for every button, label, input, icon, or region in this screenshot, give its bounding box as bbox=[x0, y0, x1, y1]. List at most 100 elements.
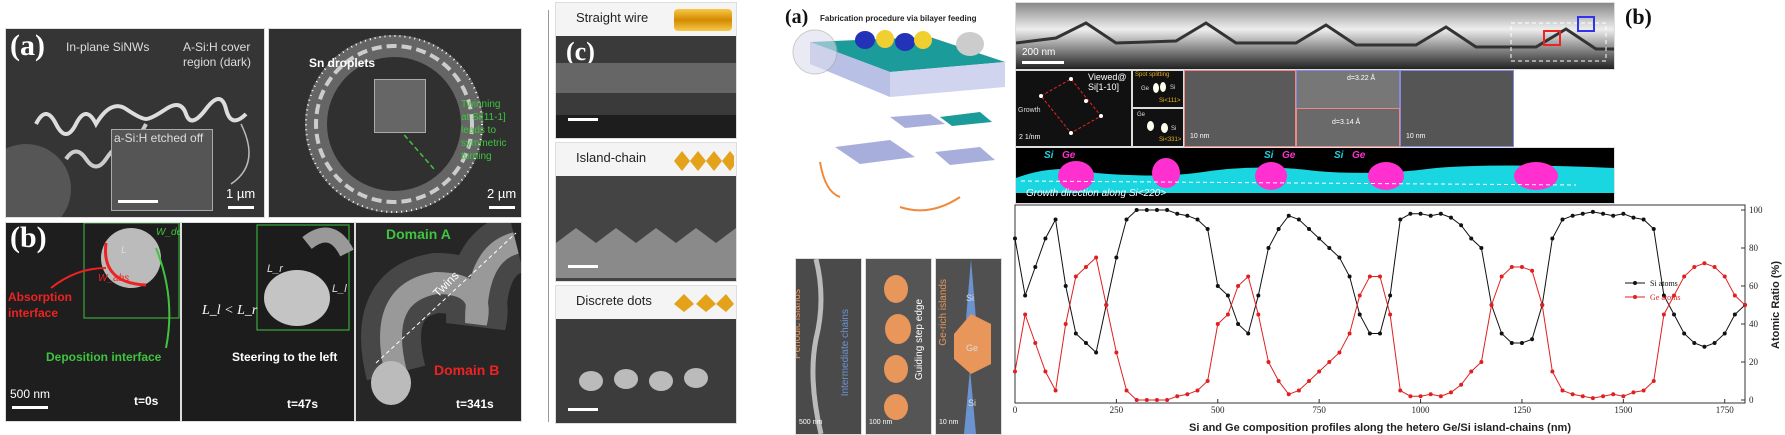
scale-label: 500 nm bbox=[10, 387, 51, 401]
data-point-ge bbox=[1327, 360, 1332, 364]
data-point-si bbox=[1083, 341, 1088, 345]
data-point-si bbox=[1641, 217, 1646, 222]
plot-frame bbox=[1014, 204, 1746, 404]
islands-graphic bbox=[810, 259, 824, 434]
d-spacing-label: d=3.14 Å bbox=[1332, 119, 1361, 126]
si-label: Si bbox=[1171, 126, 1177, 132]
sem-guiding-step: Guiding step edge 100 nm bbox=[865, 258, 932, 435]
data-point-ge bbox=[1438, 394, 1443, 399]
zone-label: Si<111> bbox=[1159, 98, 1181, 104]
data-point-ge bbox=[1722, 274, 1727, 279]
data-point-ge bbox=[1033, 341, 1038, 345]
data-point-si bbox=[1165, 208, 1170, 212]
data-point-ge bbox=[1063, 322, 1068, 326]
data-point-ge bbox=[1509, 265, 1514, 269]
data-point-si bbox=[1469, 236, 1474, 241]
data-point-si bbox=[1682, 331, 1687, 336]
hrtem-red: 10 nm bbox=[1184, 70, 1296, 147]
diffraction-spots bbox=[1039, 77, 1103, 135]
data-point-si bbox=[1530, 337, 1535, 342]
ge-map-label: Ge bbox=[1352, 150, 1366, 161]
scale-bar bbox=[118, 200, 158, 203]
data-point-ge bbox=[1236, 284, 1241, 288]
data-point-ge bbox=[1256, 312, 1261, 317]
tile-island-chain: Island-chain bbox=[555, 142, 737, 282]
annotation: turning bbox=[461, 151, 492, 162]
scale-label: 500 nm bbox=[799, 419, 823, 426]
time-label: t=0s bbox=[134, 394, 159, 408]
x-tick-label: 1000 bbox=[1412, 405, 1431, 415]
data-point-ge bbox=[1073, 274, 1078, 279]
data-point-si bbox=[1418, 211, 1423, 216]
data-point-si bbox=[1337, 255, 1342, 260]
data-point-ge bbox=[1672, 293, 1677, 298]
d-spacing-label: d=3.22 Å bbox=[1347, 75, 1376, 82]
x-tick-label: 1750 bbox=[1716, 405, 1735, 415]
data-point-ge bbox=[1712, 265, 1717, 269]
data-point-si bbox=[1063, 284, 1068, 288]
y-tick-label: 60 bbox=[1749, 281, 1759, 291]
data-point-ge bbox=[1043, 369, 1048, 374]
annotation: leads to bbox=[461, 125, 497, 136]
data-point-ge bbox=[1641, 388, 1646, 393]
data-point-ge bbox=[1388, 312, 1393, 317]
w-dep-label: W_dep bbox=[156, 227, 180, 238]
data-point-si bbox=[1560, 217, 1565, 222]
data-point-si bbox=[1509, 341, 1514, 345]
sem-image-inplane-sinws: (a) In-plane SiNWs A-Si:H cover region (… bbox=[5, 28, 265, 218]
scale-bar bbox=[228, 206, 254, 209]
data-point-si bbox=[1205, 227, 1210, 231]
data-point-si bbox=[1398, 217, 1403, 222]
scale-bar bbox=[568, 118, 598, 121]
data-point-si bbox=[1266, 246, 1271, 250]
data-point-ge bbox=[1418, 394, 1423, 399]
x-axis-label: Si and Ge composition profiles along the… bbox=[1189, 422, 1571, 434]
absorption-label: Absorption bbox=[8, 290, 72, 304]
island-profile bbox=[1016, 16, 1614, 62]
absorption-label: interface bbox=[8, 306, 59, 320]
data-point-ge bbox=[1611, 392, 1616, 397]
data-point-si bbox=[1590, 209, 1595, 214]
x-tick-label: 750 bbox=[1312, 405, 1326, 415]
time-label: t=341s bbox=[456, 397, 494, 411]
data-point-si bbox=[1033, 265, 1038, 269]
y-axis-label: Atomic Ratio (%) bbox=[1770, 261, 1782, 349]
data-point-ge bbox=[1347, 331, 1352, 336]
data-point-ge bbox=[1540, 303, 1545, 307]
panel-label: (a) bbox=[10, 29, 45, 62]
tile-straight-wire: Straight wire (c) bbox=[555, 2, 737, 139]
fabrication-schematic: (a) Fabrication procedure via bilayer fe… bbox=[780, 2, 1005, 230]
data-point-ge bbox=[1428, 392, 1433, 397]
data-point-si bbox=[1448, 215, 1453, 220]
ge-map-label: Ge bbox=[1282, 150, 1296, 161]
data-point-ge bbox=[1489, 303, 1494, 307]
data-point-si bbox=[1479, 246, 1484, 250]
inset-image bbox=[374, 79, 426, 133]
data-point-si bbox=[1013, 236, 1017, 241]
data-point-ge bbox=[1307, 379, 1312, 383]
tile-discrete-dots: Discrete dots bbox=[555, 285, 737, 424]
ge-map-label: Ge bbox=[1062, 150, 1076, 161]
annotation: at Si[11-1] bbox=[461, 112, 506, 123]
data-point-si bbox=[1631, 215, 1636, 220]
droplet-graphic bbox=[256, 224, 354, 331]
steering-label: Steering to the left bbox=[232, 350, 338, 364]
ll-label: L_l bbox=[332, 283, 347, 295]
domain-b-label: Domain B bbox=[434, 362, 500, 378]
tem-overview: 200 nm bbox=[1015, 2, 1615, 70]
data-point-ge bbox=[1408, 394, 1413, 399]
annotation: symmetric bbox=[461, 138, 507, 149]
droplet-ring bbox=[305, 35, 483, 213]
data-point-si bbox=[1134, 208, 1139, 212]
data-point-ge bbox=[1590, 396, 1595, 401]
data-point-ge bbox=[1124, 388, 1129, 393]
data-point-ge bbox=[1053, 388, 1058, 393]
si-label: Si bbox=[1170, 85, 1176, 91]
data-point-ge bbox=[1530, 268, 1535, 273]
data-point-ge bbox=[1266, 360, 1271, 364]
data-point-si bbox=[1550, 236, 1555, 241]
data-point-ge bbox=[1499, 274, 1504, 279]
deposition-label: Deposition interface bbox=[46, 350, 162, 364]
ge-label: Ge bbox=[1141, 86, 1150, 92]
frame-t341: Domain A Twins Domain B t=341s bbox=[355, 222, 522, 422]
